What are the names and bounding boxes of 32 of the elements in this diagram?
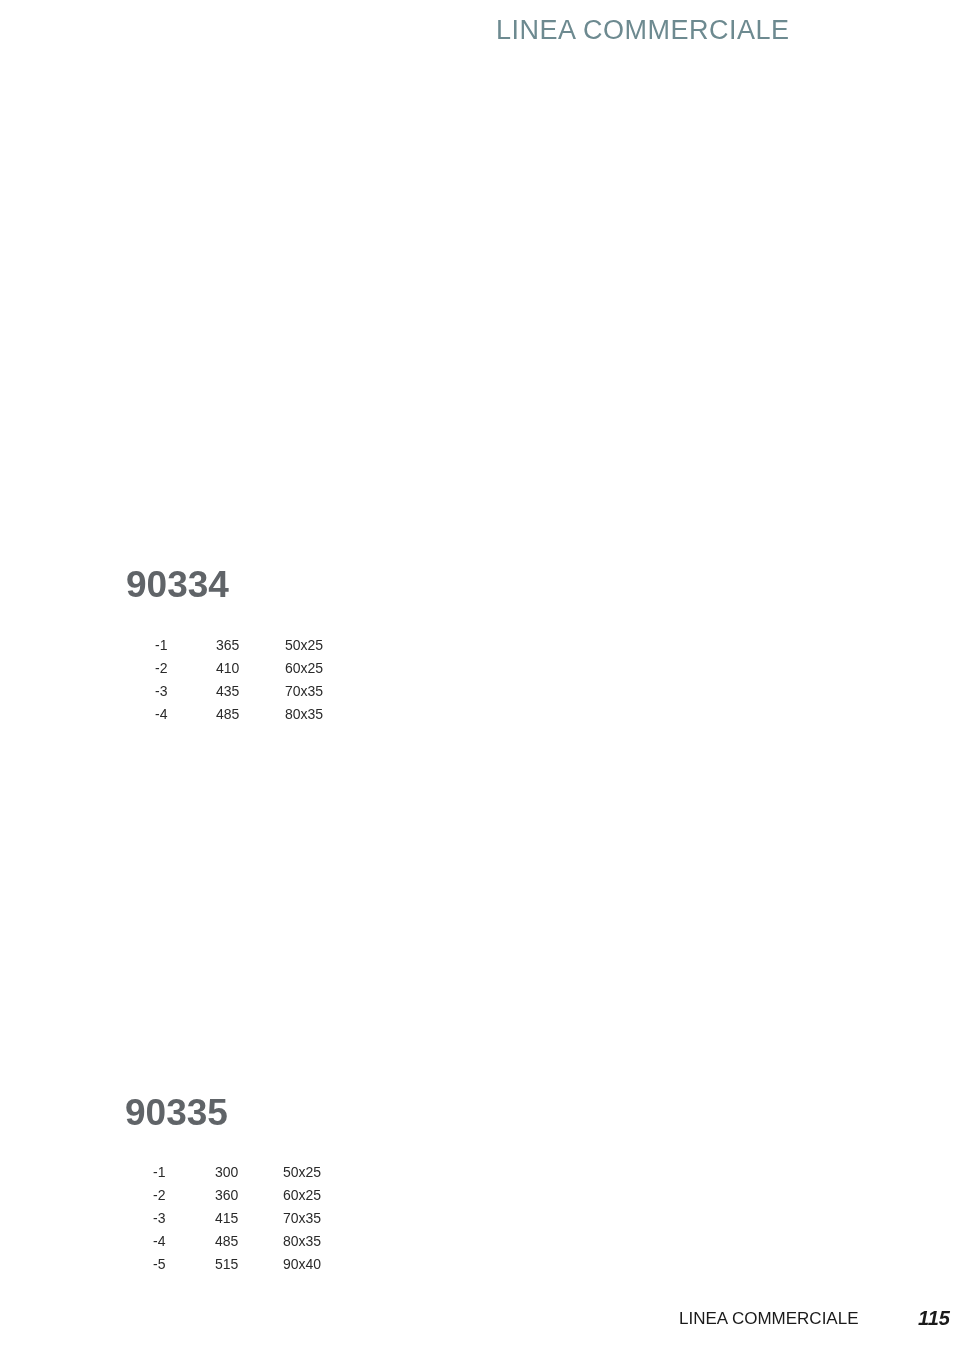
- table-cell: -4: [153, 1234, 166, 1248]
- table-cell: 70x35: [283, 1211, 322, 1225]
- table-cell: -5: [153, 1257, 166, 1271]
- table-cell: 515: [215, 1257, 239, 1271]
- product-code: 90334: [126, 566, 229, 603]
- table-cell: 485: [215, 1234, 239, 1248]
- table-cell: 60x25: [285, 661, 324, 675]
- table-cell: -3: [153, 1211, 166, 1225]
- table-cell: -1: [153, 1165, 166, 1179]
- table-cell: 365: [216, 638, 240, 652]
- table-cell: 50x25: [285, 638, 324, 652]
- footer-text: LINEA COMMERCIALE: [679, 1310, 859, 1327]
- table-cell: -3: [155, 684, 168, 698]
- page-number: 115: [918, 1308, 950, 1328]
- table-cell: -2: [153, 1188, 166, 1202]
- table-cell: -1: [155, 638, 168, 652]
- table-cell: 50x25: [283, 1165, 322, 1179]
- table-cell: 70x35: [285, 684, 324, 698]
- table-cell: 90x40: [283, 1257, 322, 1271]
- table-cell: 415: [215, 1211, 239, 1225]
- table-cell: 80x35: [285, 707, 324, 721]
- table-cell: 60x25: [283, 1188, 322, 1202]
- table-cell: 485: [216, 707, 240, 721]
- header-text: LINEA COMMERCIALE: [496, 17, 790, 44]
- table-cell: 300: [215, 1165, 239, 1179]
- table-cell: 435: [216, 684, 240, 698]
- table-cell: 360: [215, 1188, 239, 1202]
- table-cell: -2: [155, 661, 168, 675]
- table-cell: 80x35: [283, 1234, 322, 1248]
- table-cell: 410: [216, 661, 240, 675]
- product-code: 90335: [125, 1094, 228, 1131]
- table-cell: -4: [155, 707, 168, 721]
